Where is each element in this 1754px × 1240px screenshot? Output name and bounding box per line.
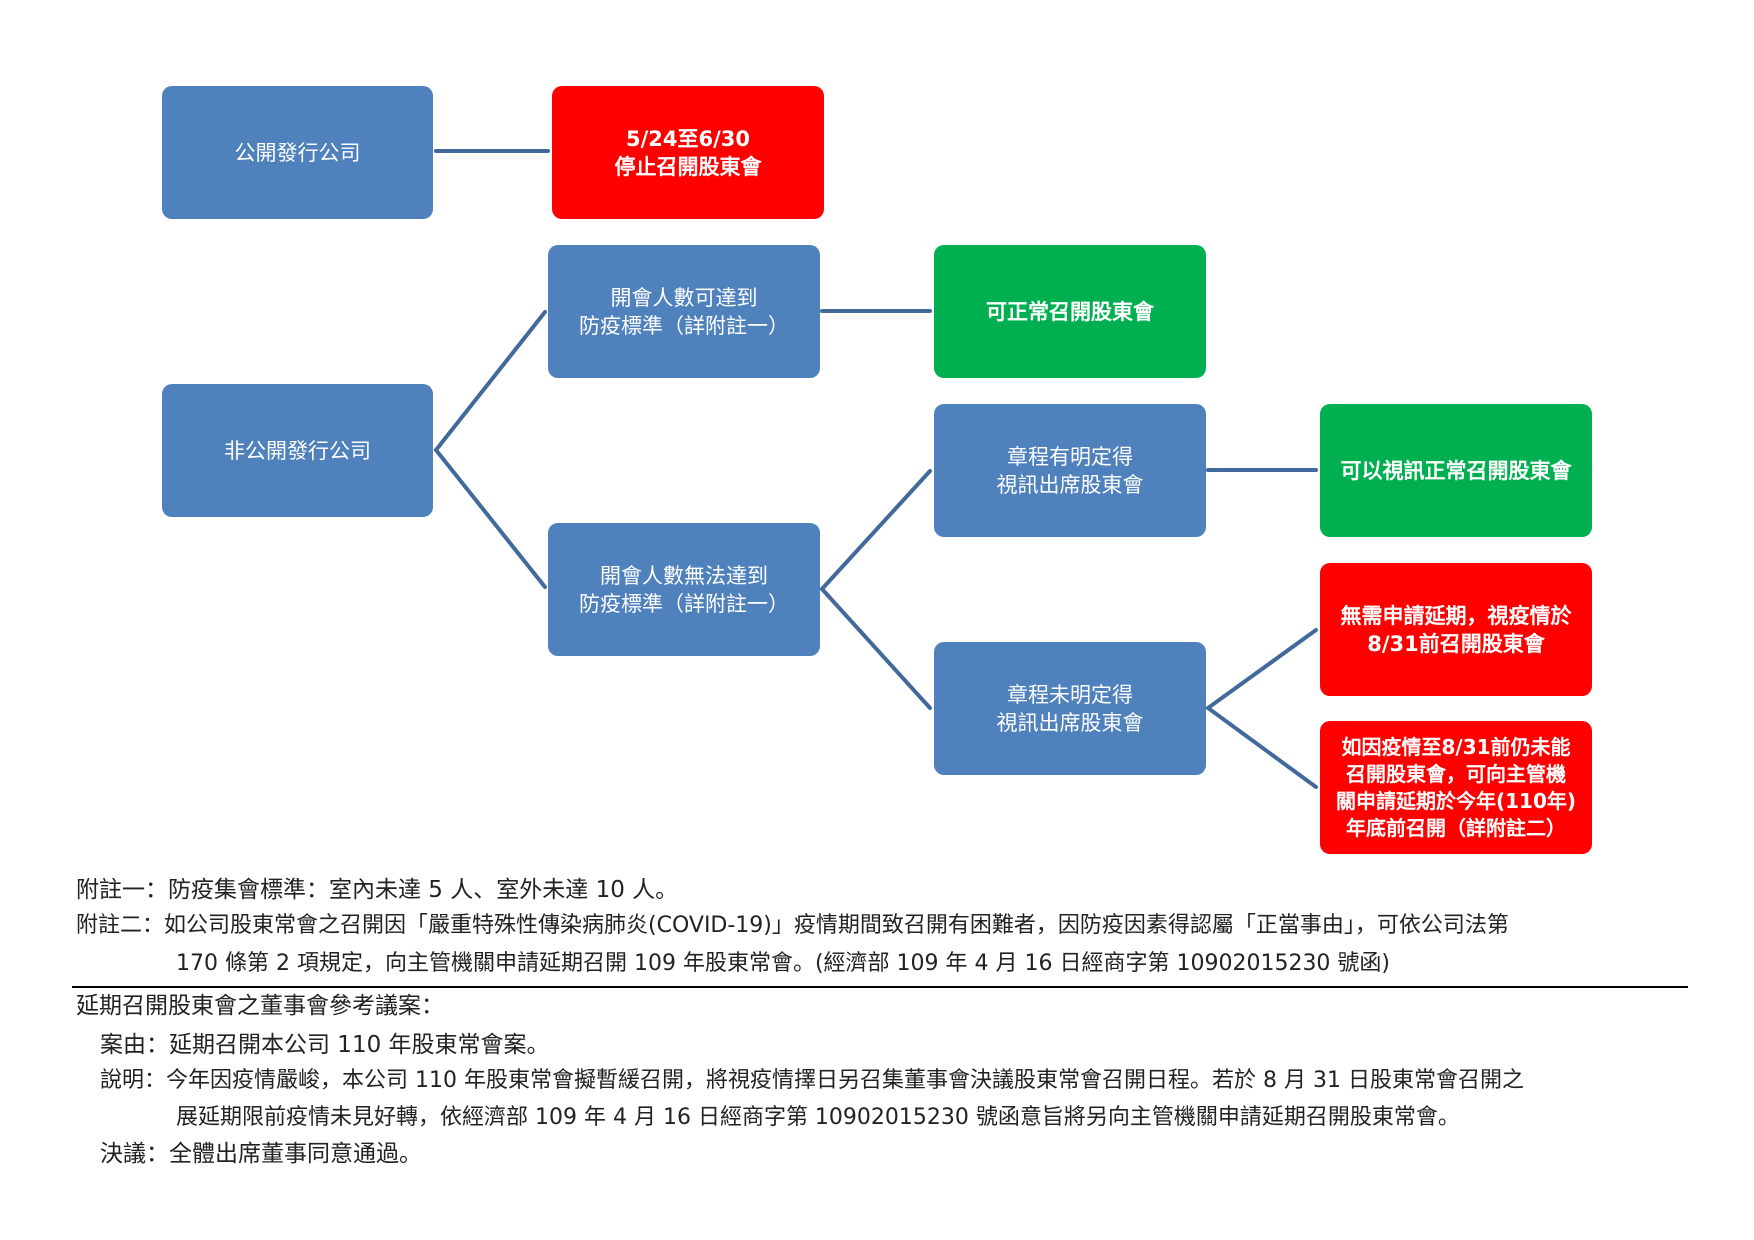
connector-no-video-to-apply-extension <box>1206 706 1318 789</box>
note-2-line-2: 170 條第 2 項規定，向主管機關申請延期召開 109 年股東常會。(經濟部 … <box>176 951 1391 976</box>
note-2-line-1: 如公司股東常會之召開因「嚴重特殊性傳染病肺炎(COVID-19)」疫情期間致召開… <box>164 913 1509 938</box>
resolution-cause: 案由：延期召開本公司 110 年股東常會案。 <box>100 1027 550 1063</box>
box-meeting-not-meets-standard: 開會人數無法達到 防疫標準（詳附註一） <box>548 523 820 656</box>
box-video-normal-meeting: 可以視訊正常召開股東會 <box>1320 404 1592 537</box>
box-nonpublic-company: 非公開發行公司 <box>162 384 433 517</box>
box-nonpublic-company-label: 非公開發行公司 <box>224 438 371 463</box>
note-2-continued: 170 條第 2 項規定，向主管機關申請延期召開 109 年股東常會。(經濟部 … <box>176 946 1390 982</box>
connector-nonpublic-to-not-meets <box>434 448 547 589</box>
box-normal-meeting-label: 可正常召開股東會 <box>986 299 1154 324</box>
resolution-explain-line-1: 今年因疫情嚴峻，本公司 110 年股東常會擬暫緩召開，將視疫情擇日另召集董事會決… <box>166 1068 1524 1093</box>
note-1-label: 附註一： <box>76 877 168 903</box>
box-charter-no-video: 章程未明定得 視訊出席股東會 <box>934 642 1206 775</box>
box-apply-extension: 如因疫情至8/31前仍未能 召開股東會，可向主管機 關申請延期於今年(110年)… <box>1320 721 1592 854</box>
connector-nonpublic-to-meets <box>434 310 547 452</box>
connector-no-video-to-no-extension <box>1206 628 1318 710</box>
resolution-explain-continued: 展延期限前疫情未見好轉，依經濟部 109 年 4 月 16 日經商字第 1090… <box>176 1100 1460 1136</box>
connector-not-meets-to-no-video <box>820 587 932 710</box>
box-video-normal-meeting-label: 可以視訊正常召開股東會 <box>1340 458 1572 483</box>
resolution-decision-label: 決議： <box>100 1141 169 1167</box>
note-2: 附註二：如公司股東常會之召開因「嚴重特殊性傳染病肺炎(COVID-19)」疫情期… <box>76 908 1509 944</box>
resolution-cause-text: 延期召開本公司 110 年股東常會案。 <box>169 1032 550 1058</box>
resolution-explain-label: 說明： <box>100 1068 167 1093</box>
note-1-text: 防疫集會標準：室內未達 5 人、室外未達 10 人。 <box>168 877 679 903</box>
resolution-explain-line-2: 展延期限前疫情未見好轉，依經濟部 109 年 4 月 16 日經商字第 1090… <box>176 1105 1460 1130</box>
resolution-heading: 延期召開股東會之董事會參考議案： <box>76 993 444 1019</box>
note-2-label: 附註二： <box>76 913 165 938</box>
resolution-cause-label: 案由： <box>100 1032 169 1058</box>
divider <box>72 986 1688 988</box>
resolution-explain: 說明：今年因疫情嚴峻，本公司 110 年股東常會擬暫緩召開，將視疫情擇日另召集董… <box>100 1063 1524 1099</box>
box-charter-allows-video: 章程有明定得 視訊出席股東會 <box>934 404 1206 537</box>
box-public-company: 公開發行公司 <box>162 86 433 219</box>
box-meeting-meets-standard: 開會人數可達到 防疫標準（詳附註一） <box>548 245 820 378</box>
connector-not-meets-to-video <box>820 469 932 591</box>
box-public-stop-meeting: 5/24至6/30 停止召開股東會 <box>552 86 824 219</box>
box-public-company-label: 公開發行公司 <box>234 140 361 165</box>
resolution-decision: 決議：全體出席董事同意通過。 <box>100 1136 422 1172</box>
resolution-decision-text: 全體出席董事同意通過。 <box>169 1141 422 1167</box>
note-1: 附註一：防疫集會標準：室內未達 5 人、室外未達 10 人。 <box>76 872 678 908</box>
box-normal-meeting: 可正常召開股東會 <box>934 245 1206 378</box>
box-no-extension-needed: 無需申請延期，視疫情於 8/31前召開股東會 <box>1320 563 1592 696</box>
